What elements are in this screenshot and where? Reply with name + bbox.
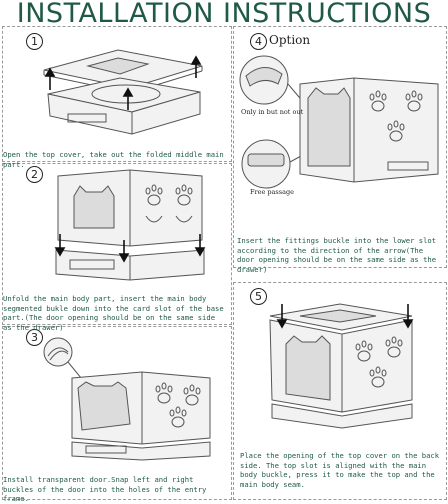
step-4-label-one-way: Only in but not out — [241, 108, 303, 116]
step-3-illustration — [38, 338, 218, 458]
step-2-illustration — [50, 170, 210, 290]
step-4-option-label: Option — [269, 33, 310, 47]
step-4-number: 4 — [250, 33, 267, 50]
step-1-caption: Open the top cover, take out the folded … — [3, 150, 228, 169]
step-5-illustration — [260, 300, 420, 430]
page-title: INSTALLATION INSTRUCTIONS — [0, 0, 448, 29]
step-1-illustration — [30, 44, 220, 144]
step-5-caption: Place the opening of the top cover on th… — [240, 451, 443, 489]
step-4-label-free: Free passage — [250, 188, 294, 196]
step-3-caption: Install transparent door.Snap left and r… — [3, 475, 228, 504]
step-4-caption: Insert the fittings buckle into the lowe… — [237, 236, 443, 274]
step-4-illustration — [238, 50, 443, 200]
step-2-caption: Unfold the main body part, insert the ma… — [3, 294, 228, 332]
